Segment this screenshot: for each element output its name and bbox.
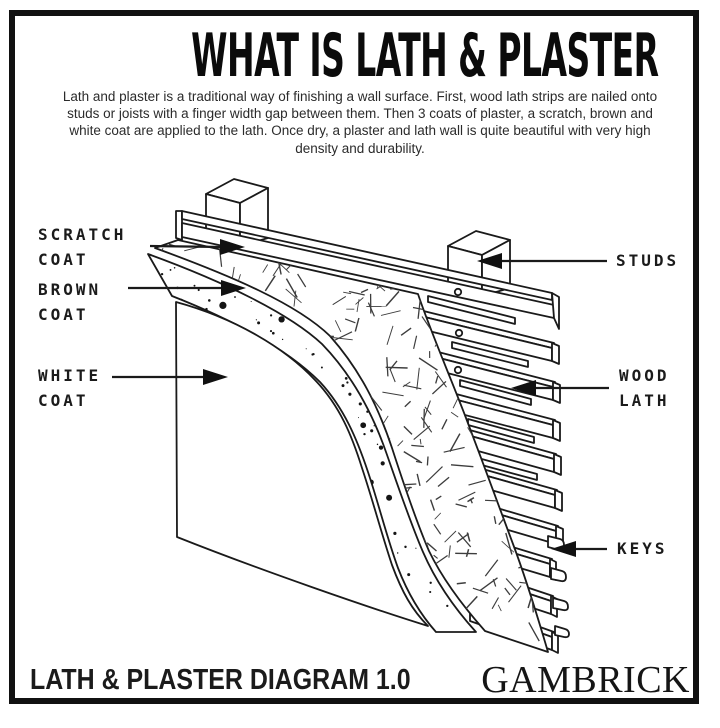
label-scratch-coat: SCRATCH COAT xyxy=(38,225,127,269)
label-wood-lath: WOOD LATH xyxy=(619,366,670,410)
keys-bumps xyxy=(547,535,570,639)
label-brown-coat: BROWN COAT xyxy=(38,280,102,324)
label-white-coat: WHITE COAT xyxy=(38,366,102,410)
white-coat-layer xyxy=(175,301,429,627)
leader-arrows xyxy=(112,239,609,557)
brand-logo: GAMBRICK xyxy=(481,659,690,701)
scratch-coat-arrow xyxy=(149,239,245,255)
wood-lath-arrow xyxy=(511,380,609,396)
intro-paragraph: Lath and plaster is a traditional way of… xyxy=(62,89,658,156)
studs-arrow xyxy=(477,253,607,269)
keys-arrow xyxy=(551,541,607,557)
label-keys: KEYS xyxy=(617,539,668,558)
white-coat-arrow xyxy=(112,369,228,385)
nail-icons xyxy=(453,287,464,375)
label-studs: STUDS xyxy=(616,251,680,270)
diagram-caption: LATH & PLASTER DIAGRAM 1.0 xyxy=(30,664,416,700)
brown-coat-arrow xyxy=(128,280,246,296)
page-title: WHAT IS LATH & PLASTER xyxy=(191,21,659,91)
